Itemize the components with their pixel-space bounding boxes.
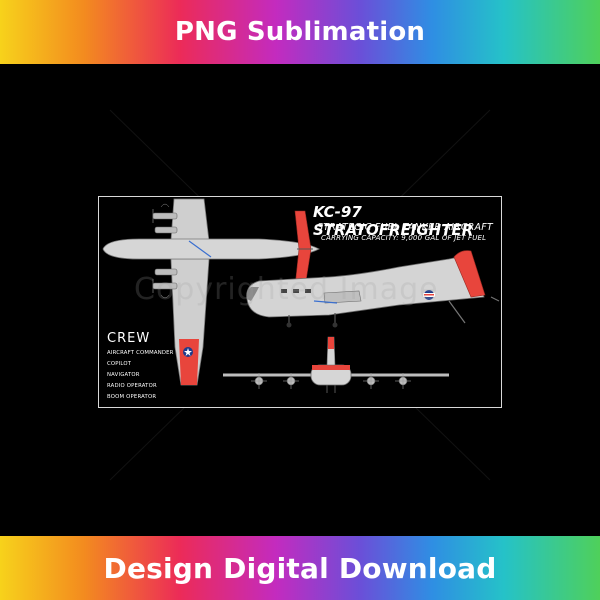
front-view-aircraft	[223, 336, 449, 393]
side-view-aircraft	[246, 250, 500, 328]
crew-item: BOOM OPERATOR	[107, 394, 157, 400]
aircraft-drawings	[102, 198, 500, 393]
top-banner-text: PNG Sublimation	[174, 17, 426, 47]
top-view-aircraft	[102, 198, 320, 386]
poster-capacity: CARRYING CAPACITY: 9,000 GAL OF JET FUEL	[321, 234, 487, 242]
bottom-banner-text: Design Digital Download	[103, 551, 497, 585]
crew-item: COPILOT	[107, 361, 132, 367]
crew-item: RADIO OPERATOR	[107, 383, 157, 389]
bottom-banner: Design Digital Download	[0, 536, 600, 600]
crew-list: AIRCRAFT COMMANDER COPILOT NAVIGATOR RAD…	[107, 348, 174, 403]
poster-title: KC-97 STRATOFREIGHTER	[313, 203, 474, 239]
crew-item: AIRCRAFT COMMANDER	[107, 350, 174, 356]
crew-item: NAVIGATOR	[107, 372, 140, 378]
crew-heading: CREW	[107, 331, 151, 346]
poster-subtitle: STRATEGIC FUEL TANKER AIRCRAFT	[317, 222, 493, 233]
top-banner: PNG Sublimation	[0, 0, 600, 64]
aircraft-blueprint-poster: KC-97 STRATOFREIGHTER STRATEGIC FUEL TAN…	[98, 196, 502, 408]
